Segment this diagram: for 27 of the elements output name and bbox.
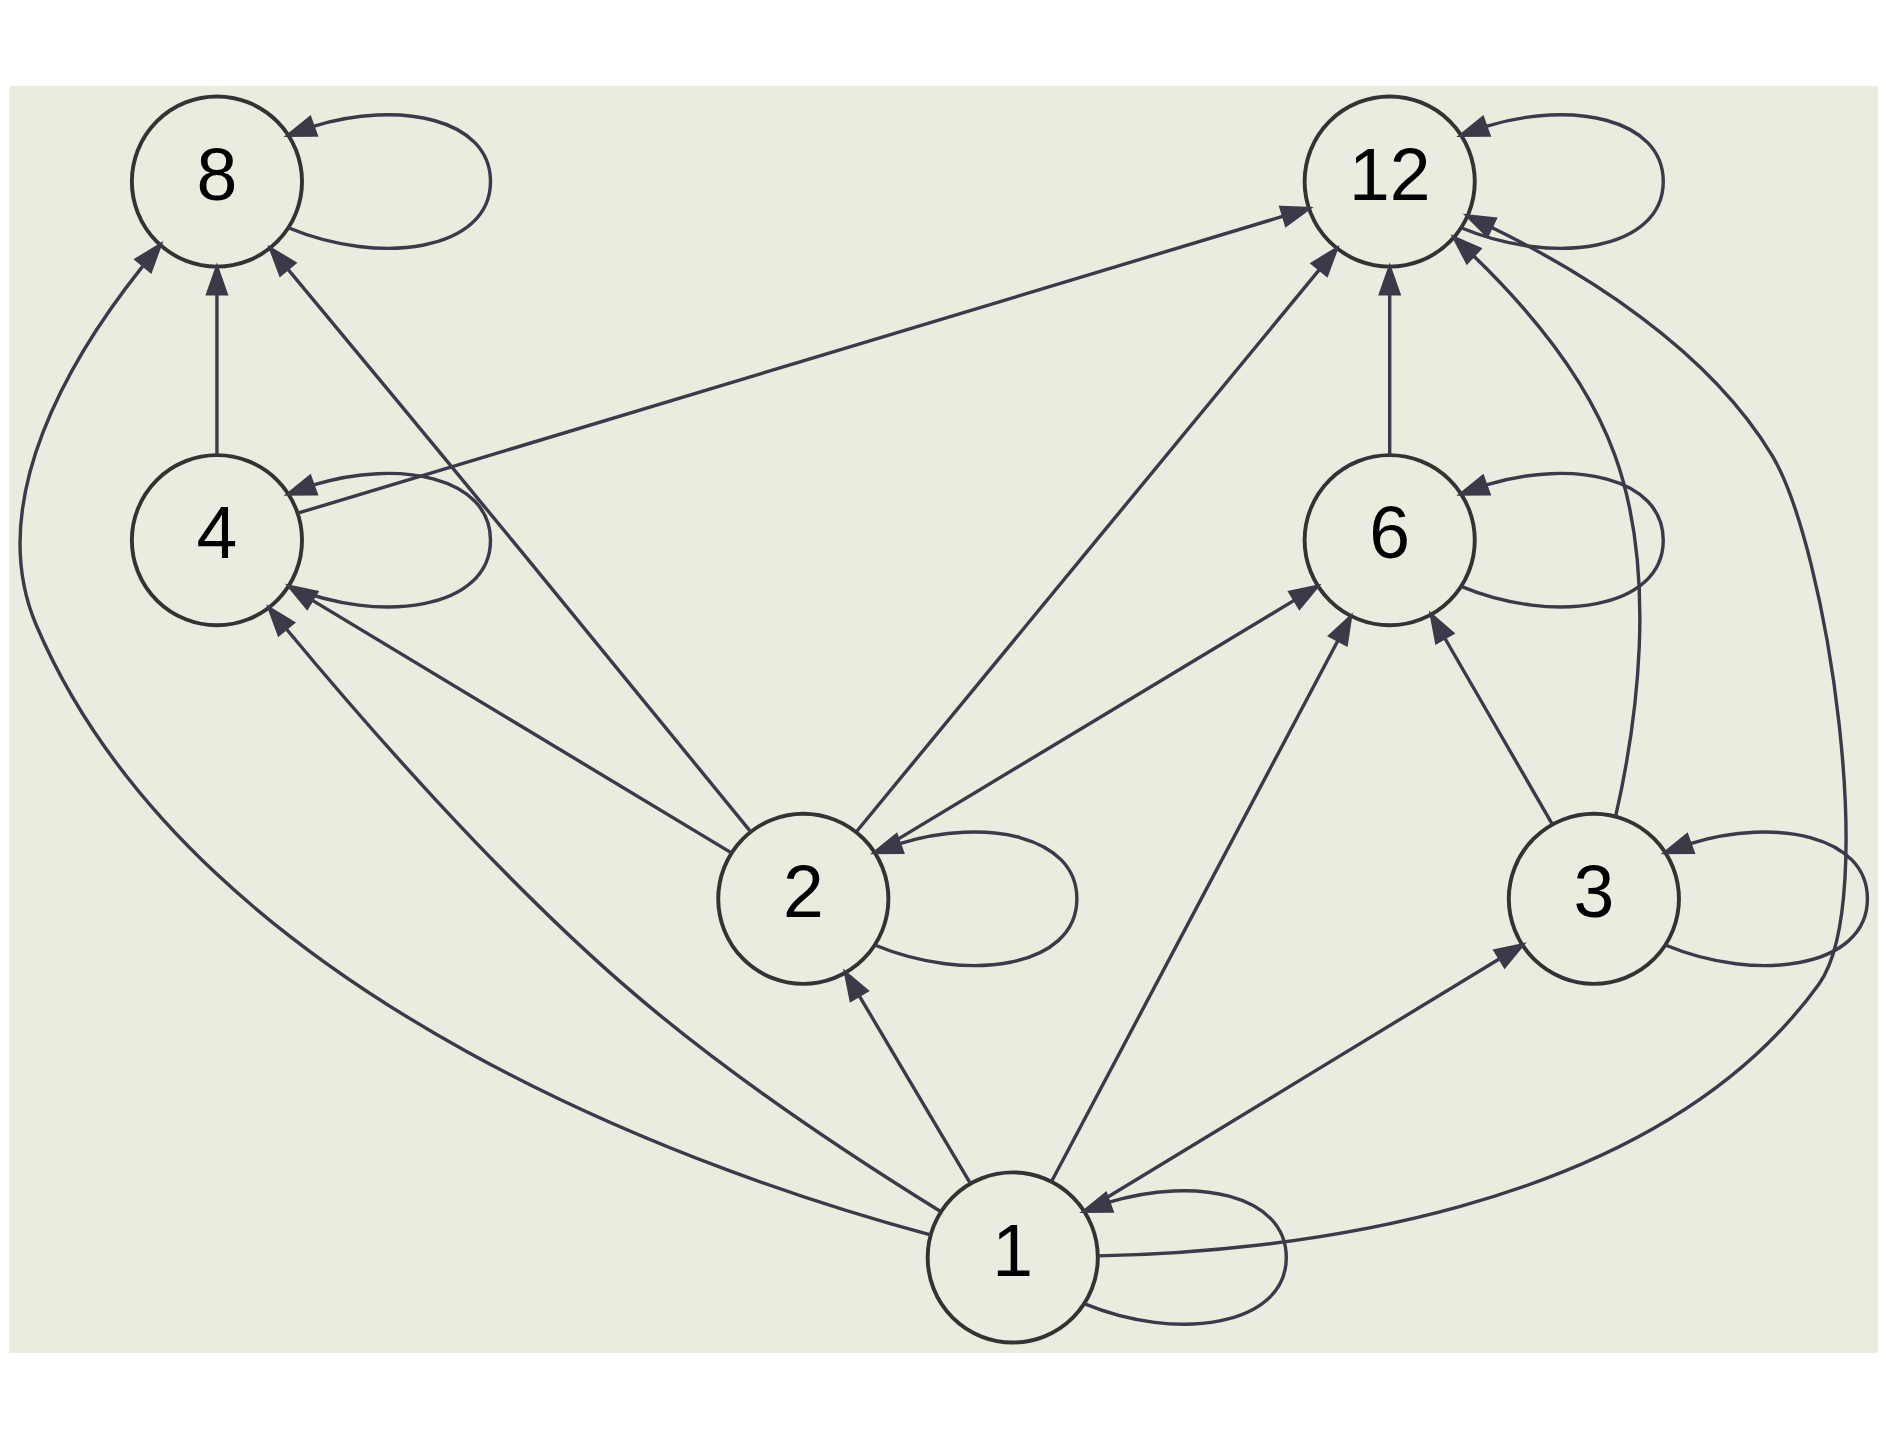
arrow [1377,262,1401,455]
arrow [1659,830,1869,968]
arrow [1455,113,1665,250]
arrow [1078,1189,1288,1326]
arrow [297,205,1314,515]
arrow [1049,612,1353,1183]
arrow [283,471,492,609]
arrow [842,968,972,1185]
arrow [265,604,942,1214]
arrow [1450,234,1641,817]
arrow [18,241,931,1237]
arrow [284,583,732,855]
arrow [854,245,1340,833]
arrow [1097,213,1848,1258]
node-circle: 2 [715,811,890,986]
node-circle: 6 [1302,453,1477,628]
node-circle: 3 [1506,811,1681,986]
arrow [204,262,228,455]
arrow [266,244,752,833]
arrow [869,830,1079,968]
node-circle: 8 [129,94,304,269]
node-circle: 4 [129,453,304,628]
node-circle: 12 [1302,94,1477,269]
arrow [283,113,492,250]
node-circle: 1 [925,1170,1100,1345]
arrow [1455,471,1665,609]
arrow [1428,610,1554,825]
